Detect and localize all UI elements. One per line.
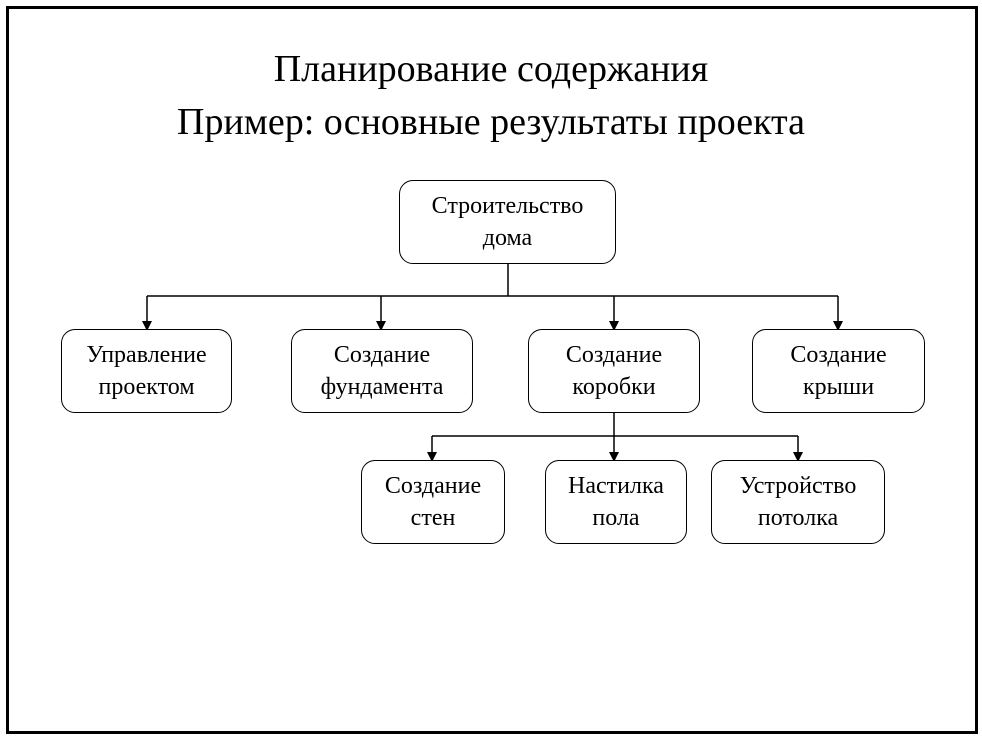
node-roof-line-2: крыши	[802, 374, 875, 400]
node-house-construction-line-1: Строительство	[431, 193, 584, 219]
node-foundation-line-2: фундамента	[320, 374, 444, 400]
node-ceiling: Устройство потолка	[711, 460, 885, 544]
slide-title-line-2: Пример: основные результаты проекта	[177, 101, 805, 143]
node-walls-line-2: стен	[410, 505, 456, 531]
node-roof-line-1: Создание	[790, 342, 887, 368]
node-house-construction: Строительство дома	[399, 180, 616, 264]
node-floor-line-2: пола	[592, 505, 640, 531]
node-frame-line-2: коробки	[572, 374, 656, 400]
node-floor-line-1: Настилка	[568, 473, 664, 499]
node-frame-line-1: Создание	[565, 342, 663, 368]
node-project-management-line-1: Управление	[86, 342, 207, 368]
slide-frame	[6, 6, 978, 734]
node-house-construction-line-2: дома	[482, 225, 533, 251]
node-foundation-line-1: Создание	[333, 342, 431, 368]
slide-title-line-1: Планирование содержания	[273, 48, 709, 90]
node-project-management-line-2: проектом	[98, 374, 195, 400]
node-ceiling-line-2: потолка	[757, 505, 839, 531]
node-frame: Создание коробки	[528, 329, 700, 413]
node-project-management: Управление проектом	[61, 329, 232, 413]
node-roof: Создание крыши	[752, 329, 925, 413]
node-walls: Создание стен	[361, 460, 505, 544]
node-ceiling-line-1: Устройство	[739, 473, 857, 499]
node-floor: Настилка пола	[545, 460, 687, 544]
node-walls-line-1: Создание	[384, 473, 482, 499]
node-foundation: Создание фундамента	[291, 329, 473, 413]
